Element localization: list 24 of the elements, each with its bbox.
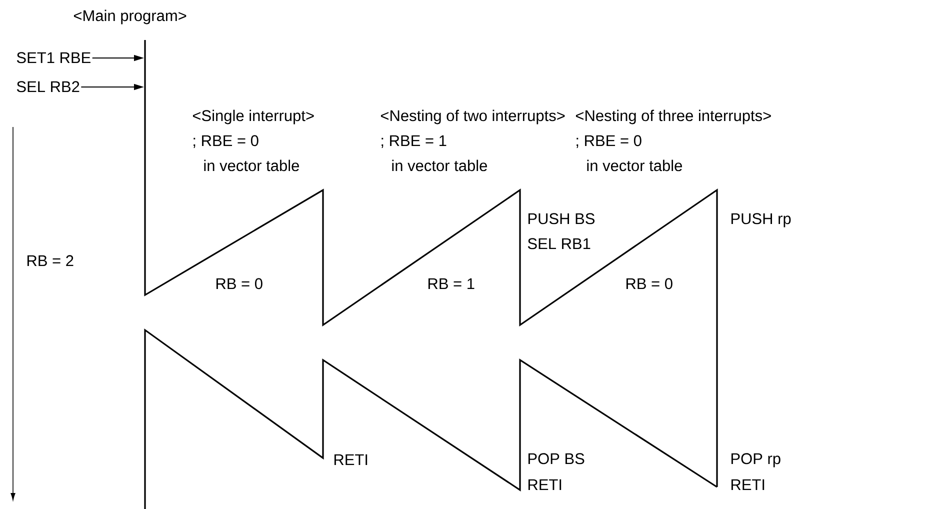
instruction-text: SET1 RBE — [16, 52, 90, 64]
annotation-text: <Single interrupt> — [192, 110, 314, 124]
instruction-text: PUSH BS — [528, 213, 595, 224]
instruction-text: RETI — [731, 479, 764, 490]
annotation-text: ; RBE = 0 — [194, 135, 258, 148]
annotation-text: ; RBE = 0 — [576, 135, 642, 148]
instruction-text: SEL RB1 — [528, 238, 590, 250]
instruction-text: RETI — [528, 479, 562, 490]
register-bank-label: RB = 0 — [216, 278, 262, 290]
annotation-text: <Nesting of two interrupts> — [380, 110, 565, 124]
instruction-text: PUSH rp — [731, 213, 791, 228]
register-bank-label: RB = 1 — [428, 278, 474, 289]
annotation-text: in vector table — [587, 160, 682, 172]
instruction-text: SEL RB2 — [16, 81, 80, 92]
instruction-text: RETI — [334, 454, 368, 465]
annotation-text: in vector table — [392, 160, 487, 172]
register-bank-label: RB = 0 — [626, 278, 672, 290]
instruction-text: POP BS — [528, 453, 584, 464]
heading-text: <Main program> — [74, 10, 186, 24]
register-bank-label: RB = 2 — [27, 255, 74, 266]
annotation-text: <Nesting of three interrupts> — [576, 110, 771, 124]
annotation-text: ; RBE = 1 — [382, 135, 446, 148]
instruction-text: POP rp — [731, 453, 780, 468]
annotation-text: in vector table — [204, 160, 299, 172]
